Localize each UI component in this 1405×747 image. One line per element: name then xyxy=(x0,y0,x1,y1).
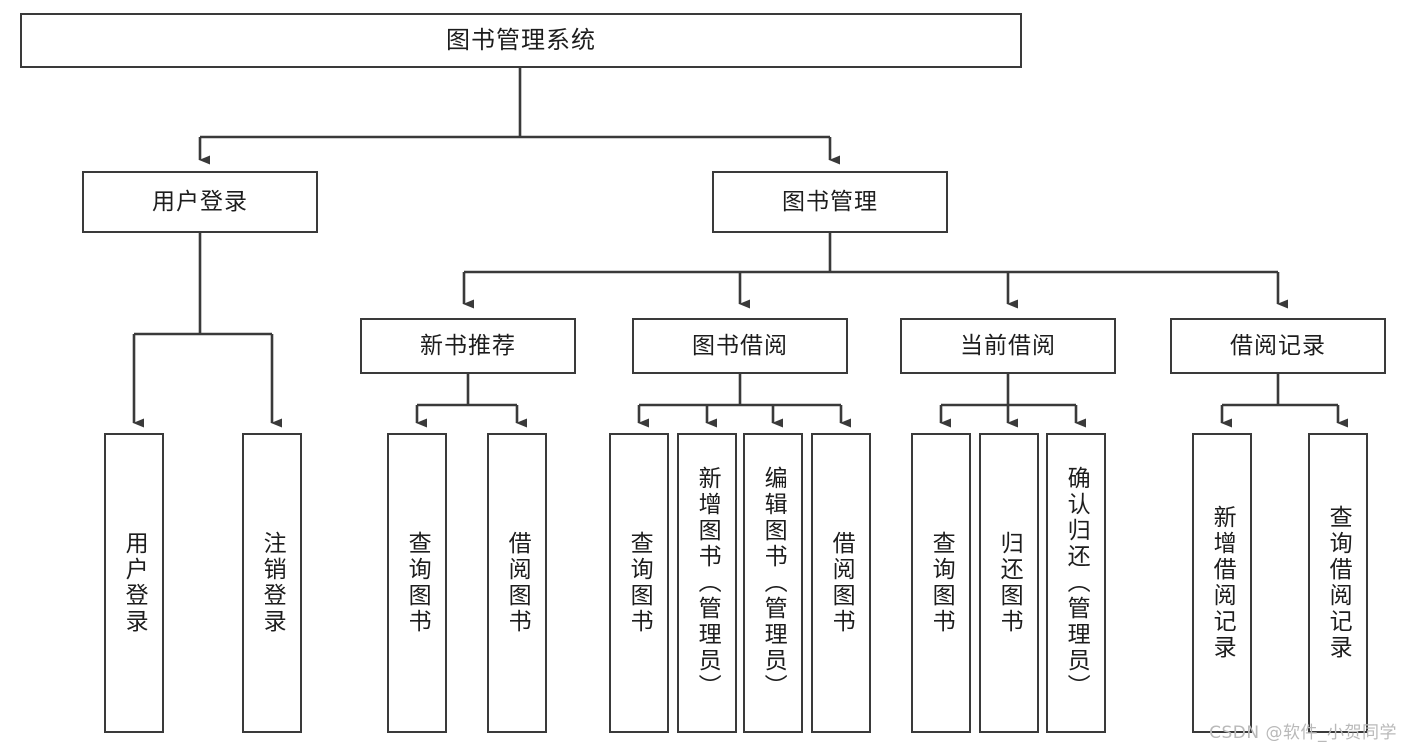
node-label: 查询借阅记录 xyxy=(1325,505,1352,661)
leaf-borrow-query-book[interactable]: 查询图书 xyxy=(609,433,669,733)
node-label: 归还图书 xyxy=(996,531,1023,635)
node-label: 查询图书 xyxy=(404,531,431,635)
leaf-borrow-edit-book-admin[interactable]: 编辑图书（管理员） xyxy=(743,433,803,733)
node-user-login[interactable]: 用户登录 xyxy=(82,171,318,233)
leaf-current-return-book[interactable]: 归还图书 xyxy=(979,433,1039,733)
node-label: 查询图书 xyxy=(928,531,955,635)
node-label: 当前借阅 xyxy=(960,332,1056,359)
node-label: 查询图书 xyxy=(626,531,653,635)
csdn-watermark: CSDN @软件_小贺同学 xyxy=(1209,723,1397,743)
leaf-borrow-borrow-book[interactable]: 借阅图书 xyxy=(811,433,871,733)
node-book-borrowing[interactable]: 图书借阅 xyxy=(632,318,848,374)
node-label: 注销登录 xyxy=(259,531,286,635)
leaf-current-query-book[interactable]: 查询图书 xyxy=(911,433,971,733)
node-label: 借阅记录 xyxy=(1230,332,1326,359)
leaf-current-confirm-return-admin[interactable]: 确认归还（管理员） xyxy=(1046,433,1106,733)
node-borrowing-records[interactable]: 借阅记录 xyxy=(1170,318,1386,374)
leaf-record-add-borrow-record[interactable]: 新增借阅记录 xyxy=(1192,433,1252,733)
node-label: 图书管理 xyxy=(782,188,878,215)
node-book-management[interactable]: 图书管理 xyxy=(712,171,948,233)
node-label: 确认归还（管理员） xyxy=(1063,466,1090,700)
node-label: 用户登录 xyxy=(152,188,248,215)
node-new-book-recommendation[interactable]: 新书推荐 xyxy=(360,318,576,374)
node-label: 图书借阅 xyxy=(692,332,788,359)
leaf-record-query-borrow-record[interactable]: 查询借阅记录 xyxy=(1308,433,1368,733)
leaf-new-book-query-book[interactable]: 查询图书 xyxy=(387,433,447,733)
node-label: 新增图书（管理员） xyxy=(694,466,721,700)
node-label: 借阅图书 xyxy=(504,531,531,635)
node-label: 新书推荐 xyxy=(420,332,516,359)
leaf-user-login-login[interactable]: 用户登录 xyxy=(104,433,164,733)
leaf-user-login-logout[interactable]: 注销登录 xyxy=(242,433,302,733)
node-label: 用户登录 xyxy=(121,531,148,635)
node-label: 编辑图书（管理员） xyxy=(760,466,787,700)
leaf-borrow-add-book-admin[interactable]: 新增图书（管理员） xyxy=(677,433,737,733)
node-current-borrowing[interactable]: 当前借阅 xyxy=(900,318,1116,374)
node-label: 借阅图书 xyxy=(828,531,855,635)
node-root-book-management-system[interactable]: 图书管理系统 xyxy=(20,13,1022,68)
node-label: 图书管理系统 xyxy=(446,25,596,54)
node-label: 新增借阅记录 xyxy=(1209,505,1236,661)
leaf-new-book-borrow-book[interactable]: 借阅图书 xyxy=(487,433,547,733)
